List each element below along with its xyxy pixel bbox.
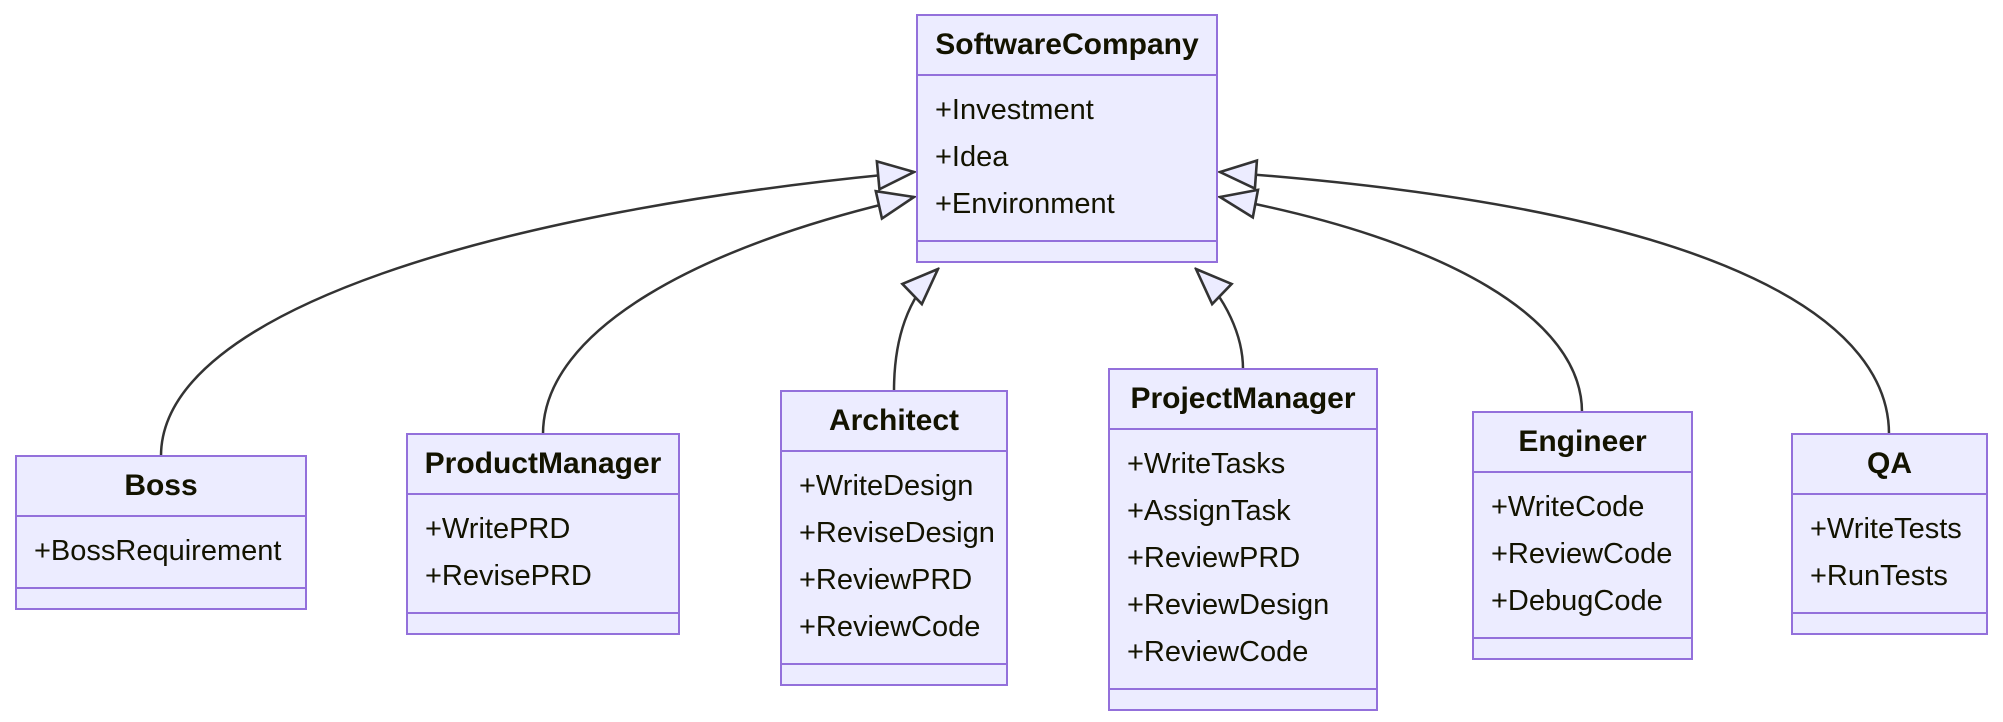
class-member: +ReviewCode <box>1127 636 1309 668</box>
class-member: +WriteTests <box>1810 513 1962 545</box>
class-box-engineer: Engineer +WriteCode +ReviewCode +DebugCo… <box>1472 411 1693 660</box>
class-title-engineer: Engineer <box>1474 413 1691 473</box>
class-box-architect: Architect +WriteDesign +ReviseDesign +Re… <box>780 390 1008 686</box>
edge-productmanager-inherits-softwarecompany <box>541 197 914 435</box>
class-title-boss: Boss <box>17 457 305 517</box>
class-member: +ReviewCode <box>799 611 981 643</box>
class-methods-empty-section <box>1110 688 1376 709</box>
class-member: +Idea <box>935 141 1009 173</box>
class-member: +WriteTasks <box>1127 448 1286 480</box>
class-member: +AssignTask <box>1127 495 1291 527</box>
class-members-projectmanager: +WriteTasks +AssignTask +ReviewPRD +Revi… <box>1110 430 1376 688</box>
class-member: +Investment <box>935 94 1094 126</box>
class-methods-empty-section <box>408 612 678 633</box>
class-title-architect: Architect <box>782 392 1006 452</box>
class-member: +Environment <box>935 188 1115 220</box>
class-methods-empty-section <box>1474 637 1691 658</box>
class-members-productmanager: +WritePRD +RevisePRD <box>408 495 678 612</box>
class-member: +WriteCode <box>1491 491 1645 523</box>
class-members-engineer: +WriteCode +ReviewCode +DebugCode <box>1474 473 1691 637</box>
class-box-qa: QA +WriteTests +RunTests <box>1791 433 1988 635</box>
class-members-qa: +WriteTests +RunTests <box>1793 495 1986 612</box>
edge-architect-inherits-softwarecompany <box>892 269 938 392</box>
class-member: +BossRequirement <box>34 535 282 567</box>
class-title-projectmanager: ProjectManager <box>1110 370 1376 430</box>
edge-boss-inherits-softwarecompany <box>159 172 914 457</box>
edge-qa-inherits-softwarecompany <box>1220 172 1891 435</box>
class-member: +RevisePRD <box>425 560 592 592</box>
class-methods-empty-section <box>918 240 1216 261</box>
class-methods-empty-section <box>1793 612 1986 633</box>
class-members-architect: +WriteDesign +ReviseDesign +ReviewPRD +R… <box>782 452 1006 663</box>
class-box-softwarecompany: SoftwareCompany +Investment +Idea +Envir… <box>916 14 1218 263</box>
edge-projectmanager-inherits-softwarecompany <box>1196 269 1245 370</box>
class-box-projectmanager: ProjectManager +WriteTasks +AssignTask +… <box>1108 368 1378 711</box>
class-member: +DebugCode <box>1491 585 1663 617</box>
class-member: +RunTests <box>1810 560 1948 592</box>
class-methods-empty-section <box>782 663 1006 684</box>
class-members-boss: +BossRequirement <box>17 517 305 587</box>
class-member: +ReviseDesign <box>799 517 995 549</box>
edge-engineer-inherits-softwarecompany <box>1220 197 1584 413</box>
class-member: +ReviewPRD <box>799 564 973 596</box>
class-title-qa: QA <box>1793 435 1986 495</box>
class-box-productmanager: ProductManager +WritePRD +RevisePRD <box>406 433 680 635</box>
class-title-productmanager: ProductManager <box>408 435 678 495</box>
class-box-boss: Boss +BossRequirement <box>15 455 307 610</box>
class-member: +ReviewPRD <box>1127 542 1301 574</box>
class-member: +ReviewCode <box>1491 538 1673 570</box>
class-member: +ReviewDesign <box>1127 589 1330 621</box>
class-member: +WritePRD <box>425 513 571 545</box>
class-title-softwarecompany: SoftwareCompany <box>918 16 1216 76</box>
class-members-softwarecompany: +Investment +Idea +Environment <box>918 76 1216 240</box>
class-methods-empty-section <box>17 587 305 608</box>
class-member: +WriteDesign <box>799 470 974 502</box>
